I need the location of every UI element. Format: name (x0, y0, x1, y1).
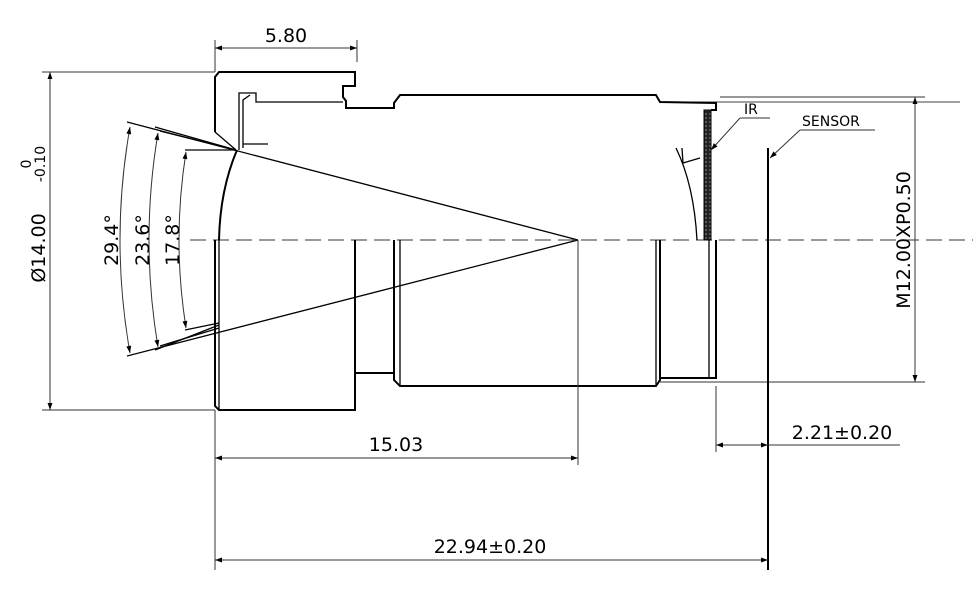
angle-label-29-4: 29.4° (101, 214, 123, 266)
dimension-thread: M12.00XP0.50 (720, 96, 925, 382)
outer-diameter-tol-upper: 0 (19, 160, 35, 169)
back-focal-label: 2.21±0.20 (792, 422, 893, 444)
ir-label: IR (744, 102, 758, 118)
ir-filter (703, 109, 712, 241)
dimension-back-focal: 2.21±0.20 (715, 386, 900, 452)
dimension-flange-width: 5.80 (214, 25, 358, 72)
total-length-label: 22.94±0.20 (434, 536, 547, 558)
ir-callout: IR (710, 102, 770, 151)
angle-dimensions: 29.4° 23.6° 17.8° (101, 126, 188, 354)
sensor-label: SENSOR (802, 114, 860, 130)
thread-label: M12.00XP0.50 (893, 171, 915, 309)
outer-diameter-label: Ø14.00 (28, 213, 50, 282)
lens-body (214, 71, 960, 411)
outer-diameter-tol-lower: -0.10 (33, 146, 49, 182)
angle-label-23-6: 23.6° (132, 214, 154, 266)
dimension-outer-diameter: Ø14.00 0 -0.10 (19, 71, 215, 411)
angle-label-17-8: 17.8° (162, 214, 184, 266)
dimension-focal-distance: 15.03 (214, 410, 578, 570)
focal-distance-label: 15.03 (369, 434, 423, 456)
field-of-view-rays (126, 121, 579, 465)
flange-width-label: 5.80 (265, 25, 307, 47)
sensor-callout: SENSOR (769, 114, 875, 159)
dimension-total-length: 22.94±0.20 (215, 536, 768, 563)
